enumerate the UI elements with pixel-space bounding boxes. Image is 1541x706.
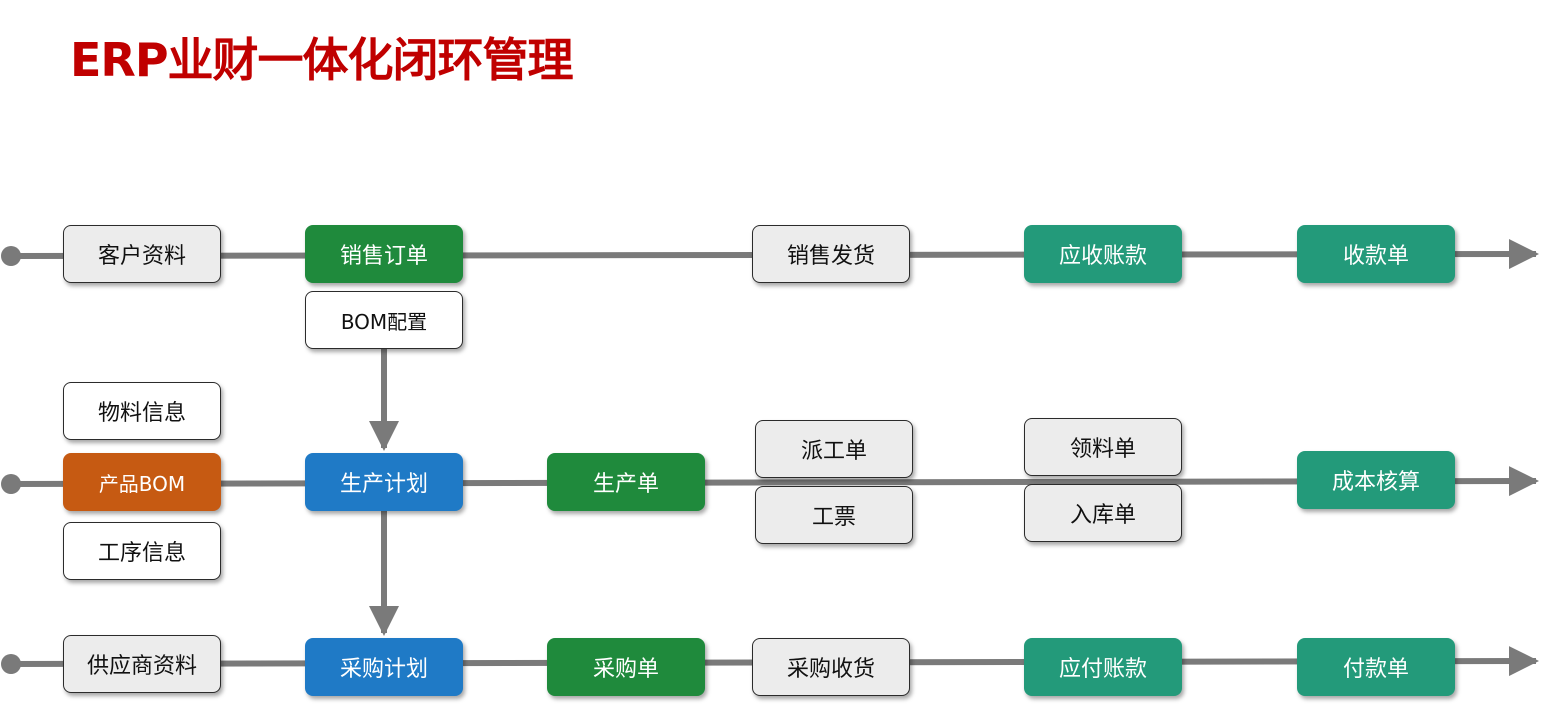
warehouse-receipt-box[interactable]: 入库单 [1024,484,1182,542]
page-title: ERP业财一体化闭环管理 [70,33,574,87]
work-ticket-box[interactable]: 工票 [755,486,913,544]
process-info-box[interactable]: 工序信息 [63,522,221,580]
production-flow-arrow [10,466,1539,497]
supplier-data-box[interactable]: 供应商资料 [63,635,221,693]
purchase-order-box[interactable]: 采购单 [547,638,705,696]
payable-box[interactable]: 应付账款 [1024,638,1182,696]
sales-order-box[interactable]: 销售订单 [305,225,463,283]
material-info-box[interactable]: 物料信息 [63,382,221,440]
receivable-box[interactable]: 应收账款 [1024,225,1182,283]
product-bom-box[interactable]: 产品BOM [63,453,221,511]
production-plan-box[interactable]: 生产计划 [305,453,463,511]
sales-delivery-box[interactable]: 销售发货 [752,225,910,283]
bom-config-box[interactable]: BOM配置 [305,291,463,349]
dispatch-order-box[interactable]: 派工单 [755,420,913,478]
production-flow-line [1,466,1539,497]
purchase-receipt-box[interactable]: 采购收货 [752,638,910,696]
payment-box[interactable]: 付款单 [1297,638,1455,696]
material-requisition-box[interactable]: 领料单 [1024,418,1182,476]
customer-data-box[interactable]: 客户资料 [63,225,221,283]
cost-accounting-box[interactable]: 成本核算 [1297,451,1455,509]
receipt-box[interactable]: 收款单 [1297,225,1455,283]
purchase-plan-box[interactable]: 采购计划 [305,638,463,696]
production-order-box[interactable]: 生产单 [547,453,705,511]
